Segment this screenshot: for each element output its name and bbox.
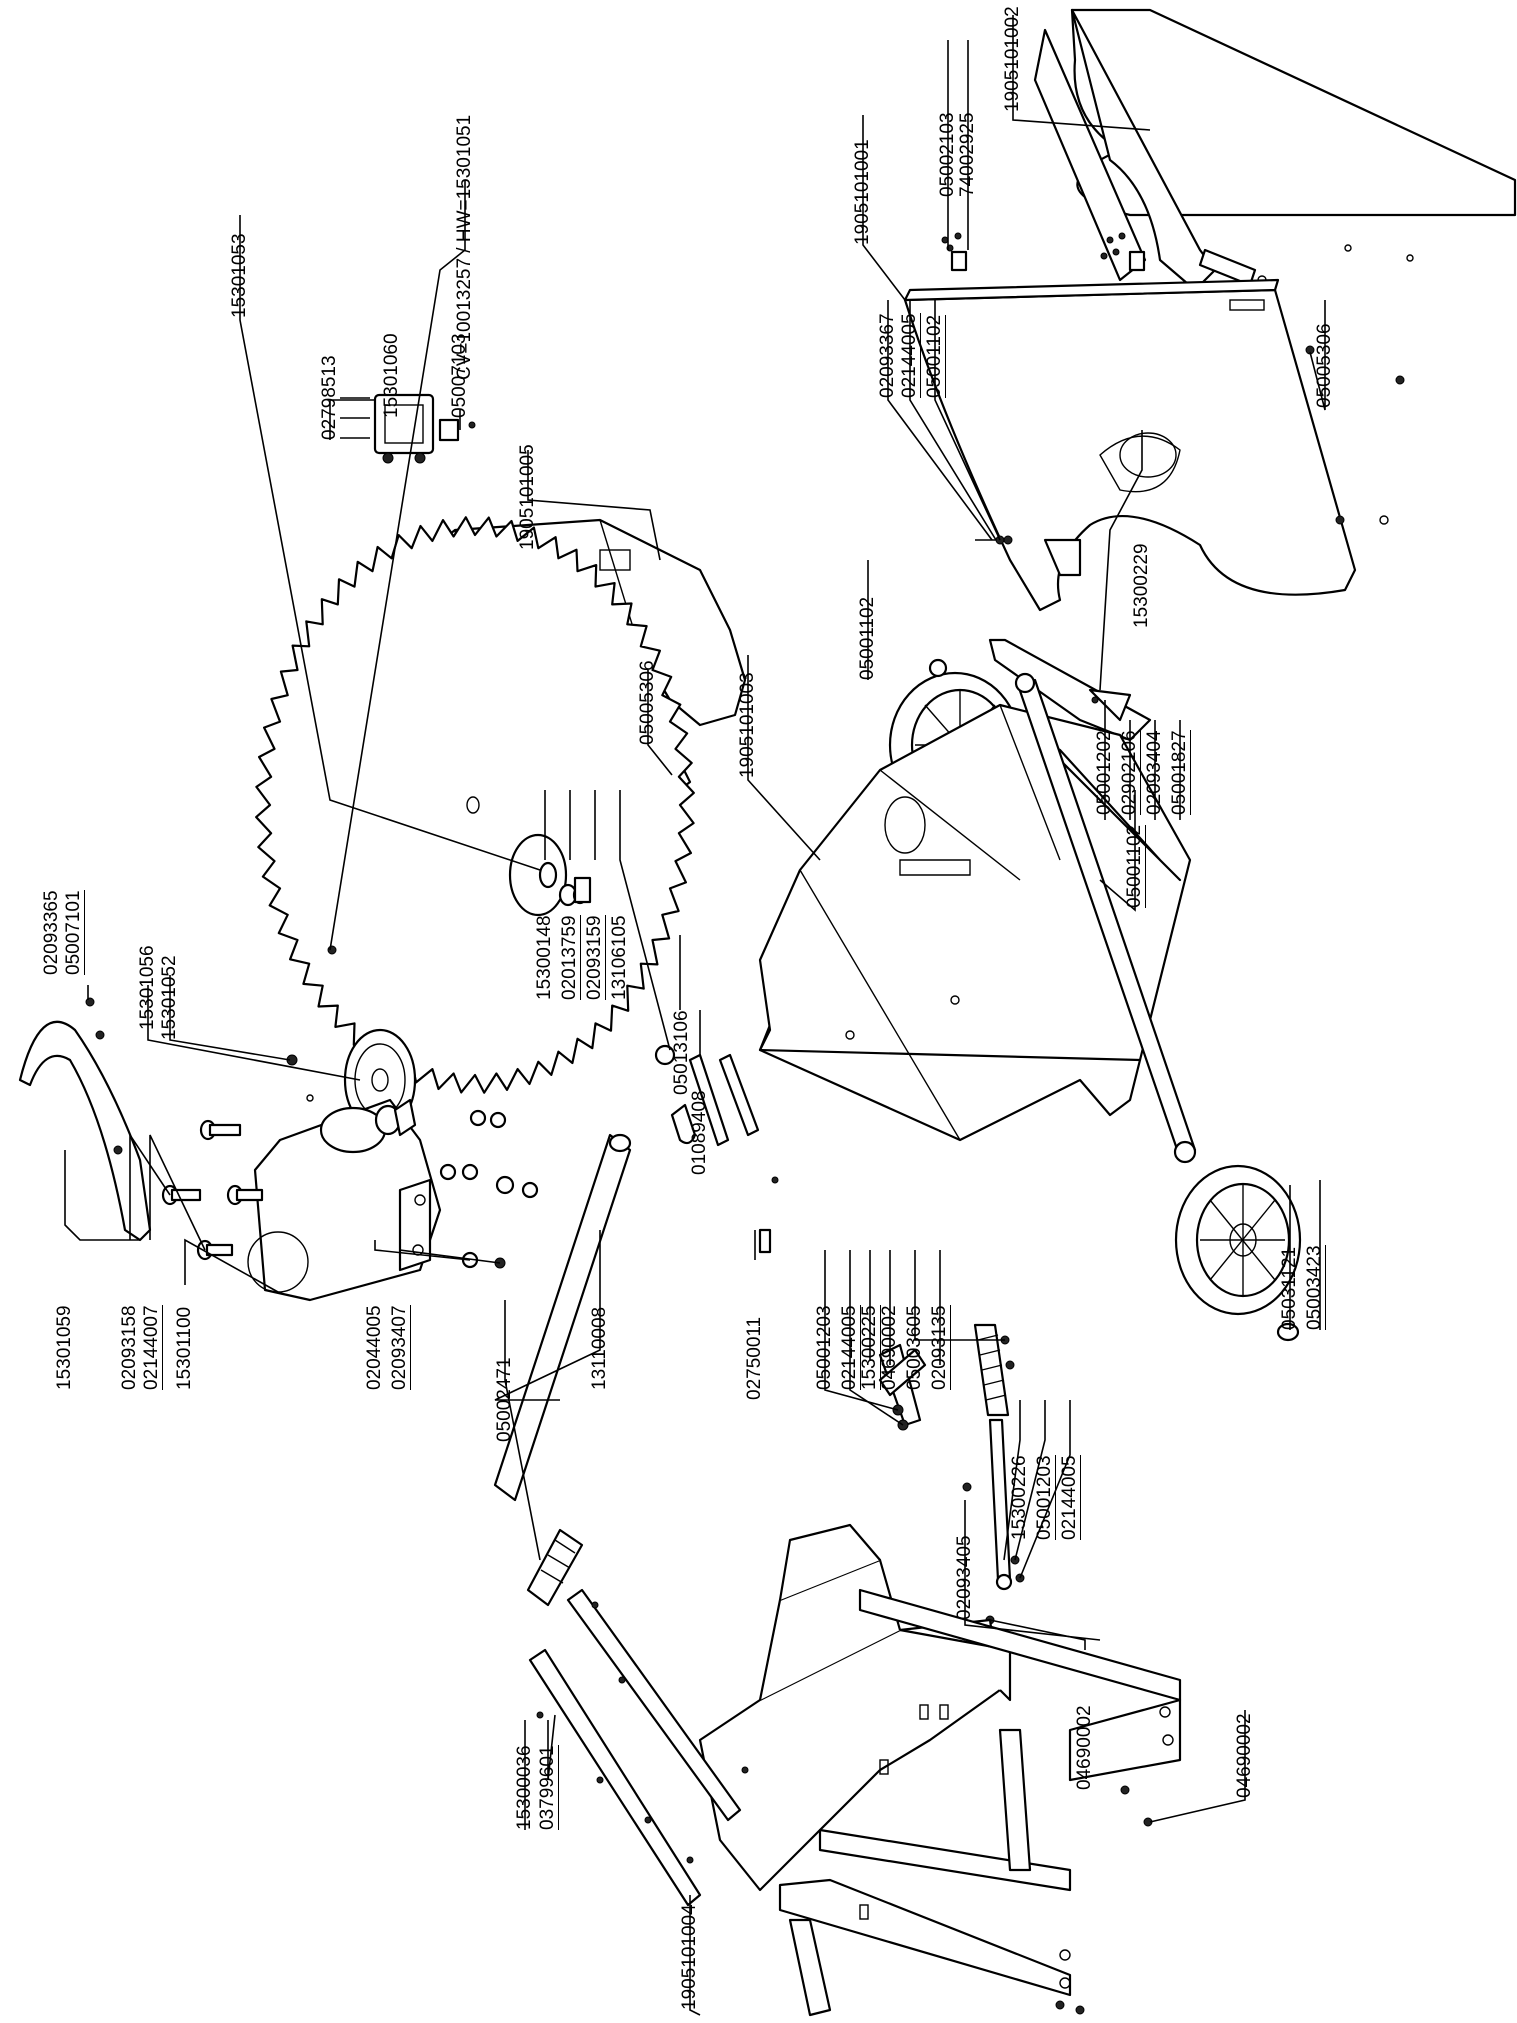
label-02750011: 02750011 xyxy=(744,1316,765,1400)
label-05001827: 05001827 xyxy=(1169,730,1191,815)
fasteners-05002103 xyxy=(941,232,1146,272)
label-15300229: 15300229 xyxy=(1131,543,1152,628)
label-02093367: 02093367 xyxy=(877,313,898,398)
label-02798513: 02798513 xyxy=(319,355,340,440)
label-05001102-a: 05001102 xyxy=(924,314,946,398)
label-04690002-c: 04690002 xyxy=(1234,1713,1255,1798)
label-05001203-b: 05001203 xyxy=(1034,1455,1056,1540)
label-15301053: 15301053 xyxy=(229,233,250,318)
label-02144005-a: 02144005 xyxy=(899,313,921,398)
label-05031121: 05031121 xyxy=(1279,1246,1300,1330)
fence-rails-15300036 xyxy=(528,1588,749,1907)
label-05001202: 05001202 xyxy=(1094,730,1115,815)
wheel-bottom xyxy=(1174,1164,1302,1342)
label-05001203-a: 05001203 xyxy=(814,1305,835,1390)
side-panel-1905101002 xyxy=(1033,8,1517,292)
label-1905101004: 1905101004 xyxy=(679,1904,700,2010)
label-05003605: 05003605 xyxy=(904,1305,925,1390)
label-02093365: 02093365 xyxy=(41,890,62,975)
table-1905101004 xyxy=(698,1523,1182,2017)
label-15301059: 15301059 xyxy=(54,1305,75,1390)
saw-blade xyxy=(255,516,695,1094)
label-02093158: 02093158 xyxy=(119,1305,140,1390)
axle xyxy=(1014,672,1197,1164)
motor-15301100 xyxy=(247,1094,442,1302)
label-cv-hw: CV=10013257 / HW=15301051 xyxy=(454,114,475,380)
label-02144007: 02144007 xyxy=(141,1305,163,1390)
label-02093405: 02093405 xyxy=(954,1535,975,1620)
label-15301056: 15301056 xyxy=(137,945,158,1030)
label-05002471: 05002471 xyxy=(494,1357,515,1442)
label-15300036: 15300036 xyxy=(514,1745,535,1830)
label-15301060: 15301060 xyxy=(381,333,402,418)
main-frame-1905101003 xyxy=(758,703,1192,1142)
label-02144005-b: 02144005 xyxy=(839,1305,861,1390)
leader-lines xyxy=(64,15,1326,2016)
label-04690002-a: 04690002 xyxy=(879,1305,900,1390)
label-03799601: 03799601 xyxy=(537,1745,559,1830)
label-1905101005: 1905101005 xyxy=(517,444,538,550)
label-05005306-a: 05005306 xyxy=(1314,323,1335,408)
spring-02093135 xyxy=(973,1323,1015,1417)
label-05013106: 05013106 xyxy=(671,1010,692,1095)
handle-pipe-13110008 xyxy=(493,1133,632,1502)
label-02013759: 02013759 xyxy=(559,915,581,1000)
label-15300148: 15300148 xyxy=(534,915,555,1000)
saw-blade-teeth xyxy=(255,516,695,1094)
label-01089408: 01089408 xyxy=(689,1090,710,1175)
label-1905101003: 1905101003 xyxy=(737,672,758,778)
label-05005306-b: 05005306 xyxy=(637,660,658,745)
bolt-15300148 xyxy=(558,876,592,907)
label-02093407: 02093407 xyxy=(389,1305,411,1390)
label-15301100: 15301100 xyxy=(174,1306,195,1390)
motor-fasteners xyxy=(161,1054,539,1269)
label-05001102-c: 05001102 xyxy=(1124,824,1146,908)
switch-15301060 xyxy=(340,393,476,464)
screw-02750011 xyxy=(758,1176,779,1254)
grip-05002471 xyxy=(526,1528,584,1607)
label-15300225: 15300225 xyxy=(859,1305,881,1390)
label-15300226: 15300226 xyxy=(1009,1455,1030,1540)
label-05003423: 05003423 xyxy=(1304,1245,1326,1330)
label-74002925: 74002925 xyxy=(957,112,978,197)
label-1905101002: 1905101002 xyxy=(1002,6,1023,112)
label-02093135: 02093135 xyxy=(929,1305,951,1390)
tools-01089408 xyxy=(654,1044,760,1147)
flange-15301053 xyxy=(508,833,568,917)
label-13106105: 13106105 xyxy=(609,915,630,1000)
label-02044005: 02044005 xyxy=(364,1305,385,1390)
label-02093404: 02093404 xyxy=(1144,730,1165,815)
label-05002103: 05002103 xyxy=(937,112,958,197)
label-15301052: 15301052 xyxy=(159,955,180,1040)
label-02902106: 02902106 xyxy=(1119,730,1141,815)
label-04690002-b: 04690002 xyxy=(1074,1705,1095,1790)
label-1905101001: 1905101001 xyxy=(852,139,873,245)
label-02144005-c: 02144005 xyxy=(1059,1455,1081,1540)
label-02093159: 02093159 xyxy=(584,915,606,1000)
label-13110008: 13110008 xyxy=(589,1306,610,1390)
side-panel-1905101001 xyxy=(903,278,1405,612)
label-05001102-b: 05001102 xyxy=(857,596,878,680)
label-05007101: 05007101 xyxy=(63,890,85,975)
